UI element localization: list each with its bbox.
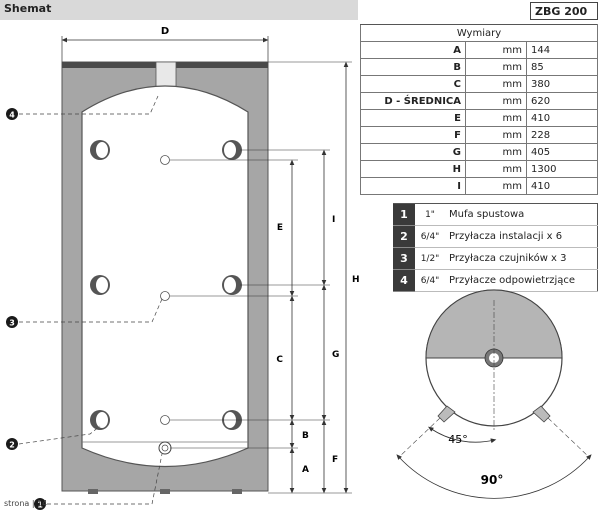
legend-label: Przyłacza czujników x 3 [445,247,598,270]
port-right-top [222,140,242,160]
dim-letter-i: I [332,215,335,225]
dimension-e: E [277,159,295,297]
dim-letter-b: B [302,431,309,441]
port-left-mid [90,275,110,295]
callout-4: 4 [6,95,159,120]
dim-letter-d: D [161,26,169,37]
dim-letter-f: F [332,455,338,465]
dimensions-title-row: Wymiary [360,24,598,42]
sensor-port [160,415,170,425]
dimension-f: F [321,419,338,494]
dim-letter-g: G [332,350,339,360]
port-right-mid [222,275,242,295]
section-title: Shemat [4,2,52,15]
dim-letter-e: E [277,223,283,233]
legend-number: 4 [393,269,415,292]
dimensions-title: Wymiary [360,24,598,42]
angle-45-label: 45° [448,433,468,446]
callout-3: 3 [6,298,163,328]
legend-size: 1/2" [415,247,445,270]
legend-label: Przyłacza instalacji x 6 [445,225,598,248]
drain-socket [158,441,172,455]
model-label: ZBG 200 [530,2,598,20]
legend-number: 3 [393,247,415,270]
dim-letter-h: H [352,275,360,285]
top-view-diagram: 45° 90° [396,289,592,499]
dimension-i: I [321,149,335,286]
legend-label: Mufa spustowa [445,203,598,226]
sensor-port [160,155,170,165]
callout-1: 1 [34,453,163,510]
dimension-g: G [321,284,339,421]
dim-value: 410 [526,177,598,195]
extension-lines [170,61,352,494]
legend-number: 1 [393,203,415,226]
legend-size: 6/4" [415,269,445,292]
dimension-h: H [343,61,360,494]
callout-number: 4 [9,111,15,120]
dimension-a: A [289,447,309,494]
angle-90-label: 90° [481,473,504,487]
tank-feet [88,489,242,494]
page-number: strona | 14 [4,499,48,508]
dim-letter-a: A [302,465,309,475]
callout-2: 2 [6,425,101,450]
port-left-top [90,140,110,160]
legend-size: 1" [415,203,445,226]
callout-number: 1 [37,501,43,510]
legend-size: 6/4" [415,225,445,248]
section-header-bar: Shemat [0,0,358,20]
dimension-c: C [276,295,295,421]
port-connectors [90,140,242,430]
dimension-d: D [61,26,269,62]
legend-label: Przyłacze odpowietrzjące [445,269,598,292]
dimension-b: B [289,419,309,449]
sensor-port [160,291,170,301]
sensor-ports [160,155,170,425]
callout-number: 3 [9,319,15,328]
callout-number: 2 [9,441,15,450]
port-left-bottom [90,410,110,430]
legend-number: 2 [393,225,415,248]
dim-letter-c: C [276,355,283,365]
